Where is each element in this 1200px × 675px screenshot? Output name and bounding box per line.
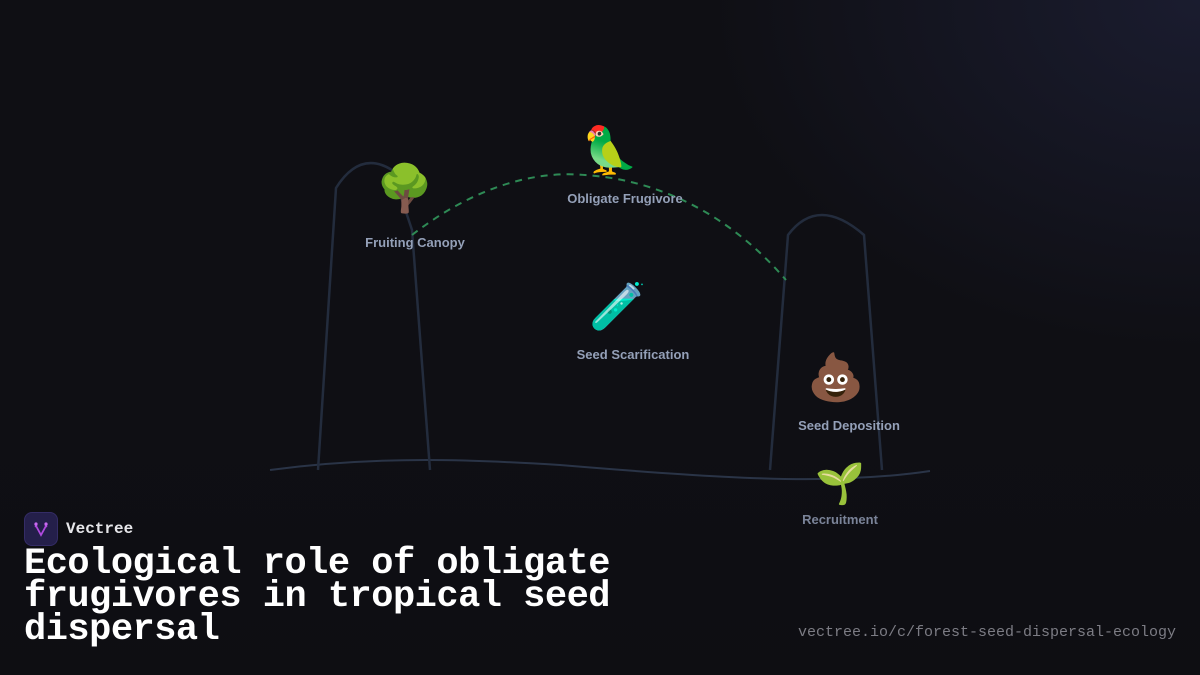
- node-seed-deposition[interactable]: 💩 Seed Deposition: [772, 354, 900, 433]
- brand-name: Vectree: [66, 520, 134, 538]
- page-title: Ecological role of obligate frugivores i…: [24, 543, 611, 651]
- node-label: Seed Deposition: [798, 418, 900, 433]
- dispersal-path: [411, 173, 787, 281]
- brand: Vectree: [24, 512, 133, 546]
- test-tube-icon: 🧪: [589, 280, 647, 332]
- parrot-icon: 🦜: [581, 124, 639, 176]
- node-obligate-frugivore[interactable]: 🦜 Obligate Frugivore: [537, 127, 683, 206]
- dropping-icon: 💩: [807, 351, 865, 403]
- ground-line: [269, 459, 931, 481]
- branch-v-icon: [24, 512, 58, 546]
- node-seed-scarification[interactable]: 🧪 Seed Scarification: [547, 283, 690, 362]
- right-trunk-outline: [768, 213, 884, 471]
- source-url: vectree.io/c/forest-seed-dispersal-ecolo…: [797, 624, 1176, 641]
- node-label: Fruiting Canopy: [365, 235, 465, 250]
- left-trunk-outline: [316, 161, 432, 471]
- seedling-icon: 🌱: [815, 462, 865, 506]
- node-label: Recruitment: [802, 512, 878, 527]
- tree-icon: 🌳: [376, 162, 434, 214]
- node-recruitment[interactable]: 🌱 Recruitment: [802, 464, 878, 527]
- node-label: Obligate Frugivore: [567, 191, 683, 206]
- node-fruiting-canopy[interactable]: 🌳 Fruiting Canopy: [345, 165, 465, 250]
- node-label: Seed Scarification: [576, 347, 690, 362]
